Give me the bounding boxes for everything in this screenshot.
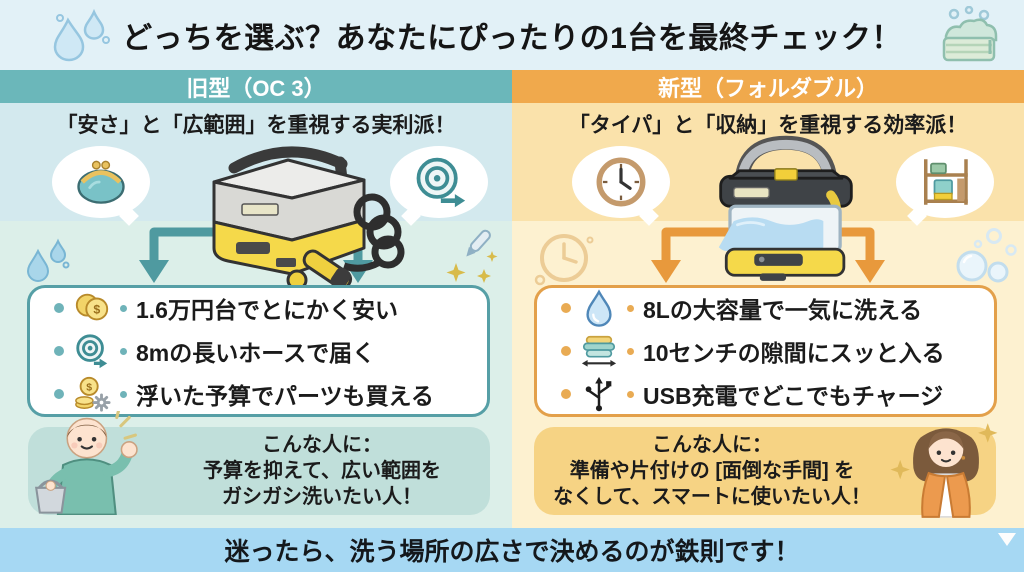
speech-bubble: [390, 146, 488, 218]
product-image-oc3: [212, 146, 405, 290]
feature-box-new: 8Lの大容量で一気に洗える 10センチの隙間にスッと入る: [534, 285, 997, 417]
footer-banner: 迷ったら、洗う場所の広さで決めるのが鉄則です！: [0, 528, 1024, 572]
recommend-line: 予算を抑えて、広い範囲を: [203, 460, 441, 482]
recommend-text-old: こんな人に： 予算を抑えて、広い範囲を ガシガシ洗いたい人！: [154, 432, 490, 510]
column-old-model: 旧型（OC 3） 「安さ」と「広範囲」を重視する実利派！: [0, 70, 512, 528]
speech-bubble: [52, 146, 150, 218]
speech-bubble: [896, 146, 994, 218]
svg-text:$: $: [86, 383, 92, 394]
recommend-line: 準備や片付けの [面倒な手間] を: [569, 460, 855, 482]
footer-advice: 迷ったら、洗う場所の広さで決めるのが鉄則です！: [224, 538, 800, 566]
feature-row: $ 浮いた予算でパーツも買える: [54, 375, 487, 413]
header-banner: どっちを選ぶ？あなたにぴったりの1台を最終チェック！: [0, 0, 1024, 70]
feature-row: USB充電でどこでもチャージ: [561, 375, 994, 413]
water-splash-decor-icon: [26, 238, 70, 282]
faint-clock-decor-icon: [534, 234, 594, 286]
hose-reel-icon: [73, 332, 111, 370]
bullet-dot: [120, 304, 127, 312]
old-model-header: 旧型（OC 3）: [0, 70, 512, 103]
new-model-header: 新型（フォルダブル）: [512, 70, 1024, 103]
speech-bubble: [572, 146, 670, 218]
feature-row: 8Lの大容量で一気に洗える: [561, 289, 994, 327]
feature-row: $ 1.6万円台でとにかく安い: [54, 289, 487, 327]
recommend-box-new: こんな人に： 準備や片付けの [面倒な手間] を なくして、スマートに使いたい人…: [534, 423, 998, 518]
bullet-dot: [120, 390, 127, 398]
recommend-title: こんな人に：: [262, 434, 382, 456]
feature-text: 1.6万円台でとにかく安い: [136, 297, 398, 323]
usb-icon: [580, 375, 618, 413]
clock-icon: [596, 157, 646, 207]
sponge-icon: [942, 6, 998, 62]
bullet-dot: [54, 346, 64, 356]
bubbles-decor-icon: [956, 228, 1017, 283]
bullet-dot: [120, 347, 127, 355]
woman-illustration: [890, 423, 998, 518]
coin-purse-icon: [77, 160, 125, 204]
bullet-dot: [561, 389, 571, 399]
shelf-icon: [924, 159, 968, 205]
man-illustration: [35, 411, 138, 515]
hose-reel-icon: [416, 157, 466, 208]
brush-sparkle-decor-icon: [446, 229, 498, 283]
coins-gear-icon: $: [73, 375, 111, 413]
feature-text: 10センチの隙間にスッと入る: [643, 340, 945, 366]
recommend-line: なくして、スマートに使いたい人！: [553, 486, 871, 508]
bullet-dot: [54, 389, 64, 399]
feature-box-old: $ 1.6万円台でとにかく安い 8m: [27, 285, 490, 417]
corner-accent: [998, 533, 1016, 546]
new-model-subtitle: 「タイパ」と「収納」を重視する効率派！: [568, 114, 968, 137]
old-model-subtitle: 「安さ」と「広範囲」を重視する実利派！: [56, 114, 456, 137]
coins-icon: $: [73, 289, 111, 327]
feature-row: 10センチの隙間にスッと入る: [561, 332, 994, 370]
bullet-dot: [561, 303, 571, 313]
page-title: どっちを選ぶ？あなたにぴったりの1台を最終チェック！: [122, 22, 902, 55]
column-new-model: 新型（フォルダブル） 「タイパ」と「収納」を重視する効率派！: [512, 70, 1024, 528]
recommend-title: こんな人に：: [652, 434, 772, 456]
feature-row: 8mの長いホースで届く: [54, 332, 487, 370]
feature-text: 8mの長いホースで届く: [136, 340, 376, 366]
bullet-dot: [627, 347, 634, 355]
water-drop-icon: [580, 289, 618, 327]
recommend-line: ガシガシ洗いたい人！: [222, 486, 422, 508]
svg-text:$: $: [93, 303, 100, 317]
recommend-box-old: こんな人に： 予算を抑えて、広い範囲を ガシガシ洗いたい人！: [28, 411, 490, 515]
recommend-text-new: こんな人に： 準備や片付けの [面倒な手間] を なくして、スマートに使いたい人…: [534, 432, 890, 510]
product-image-foldable: [718, 135, 853, 281]
bullet-dot: [561, 346, 571, 356]
feature-text: 浮いた予算でパーツも買える: [136, 383, 434, 409]
bullet-dot: [627, 304, 634, 312]
bullet-dot: [627, 390, 634, 398]
feature-text: USB充電でどこでもチャージ: [643, 383, 944, 409]
folded-hose-icon: [580, 332, 618, 370]
feature-text: 8Lの大容量で一気に洗える: [643, 297, 923, 323]
bullet-dot: [54, 303, 64, 313]
water-drops-icon: [53, 8, 110, 62]
